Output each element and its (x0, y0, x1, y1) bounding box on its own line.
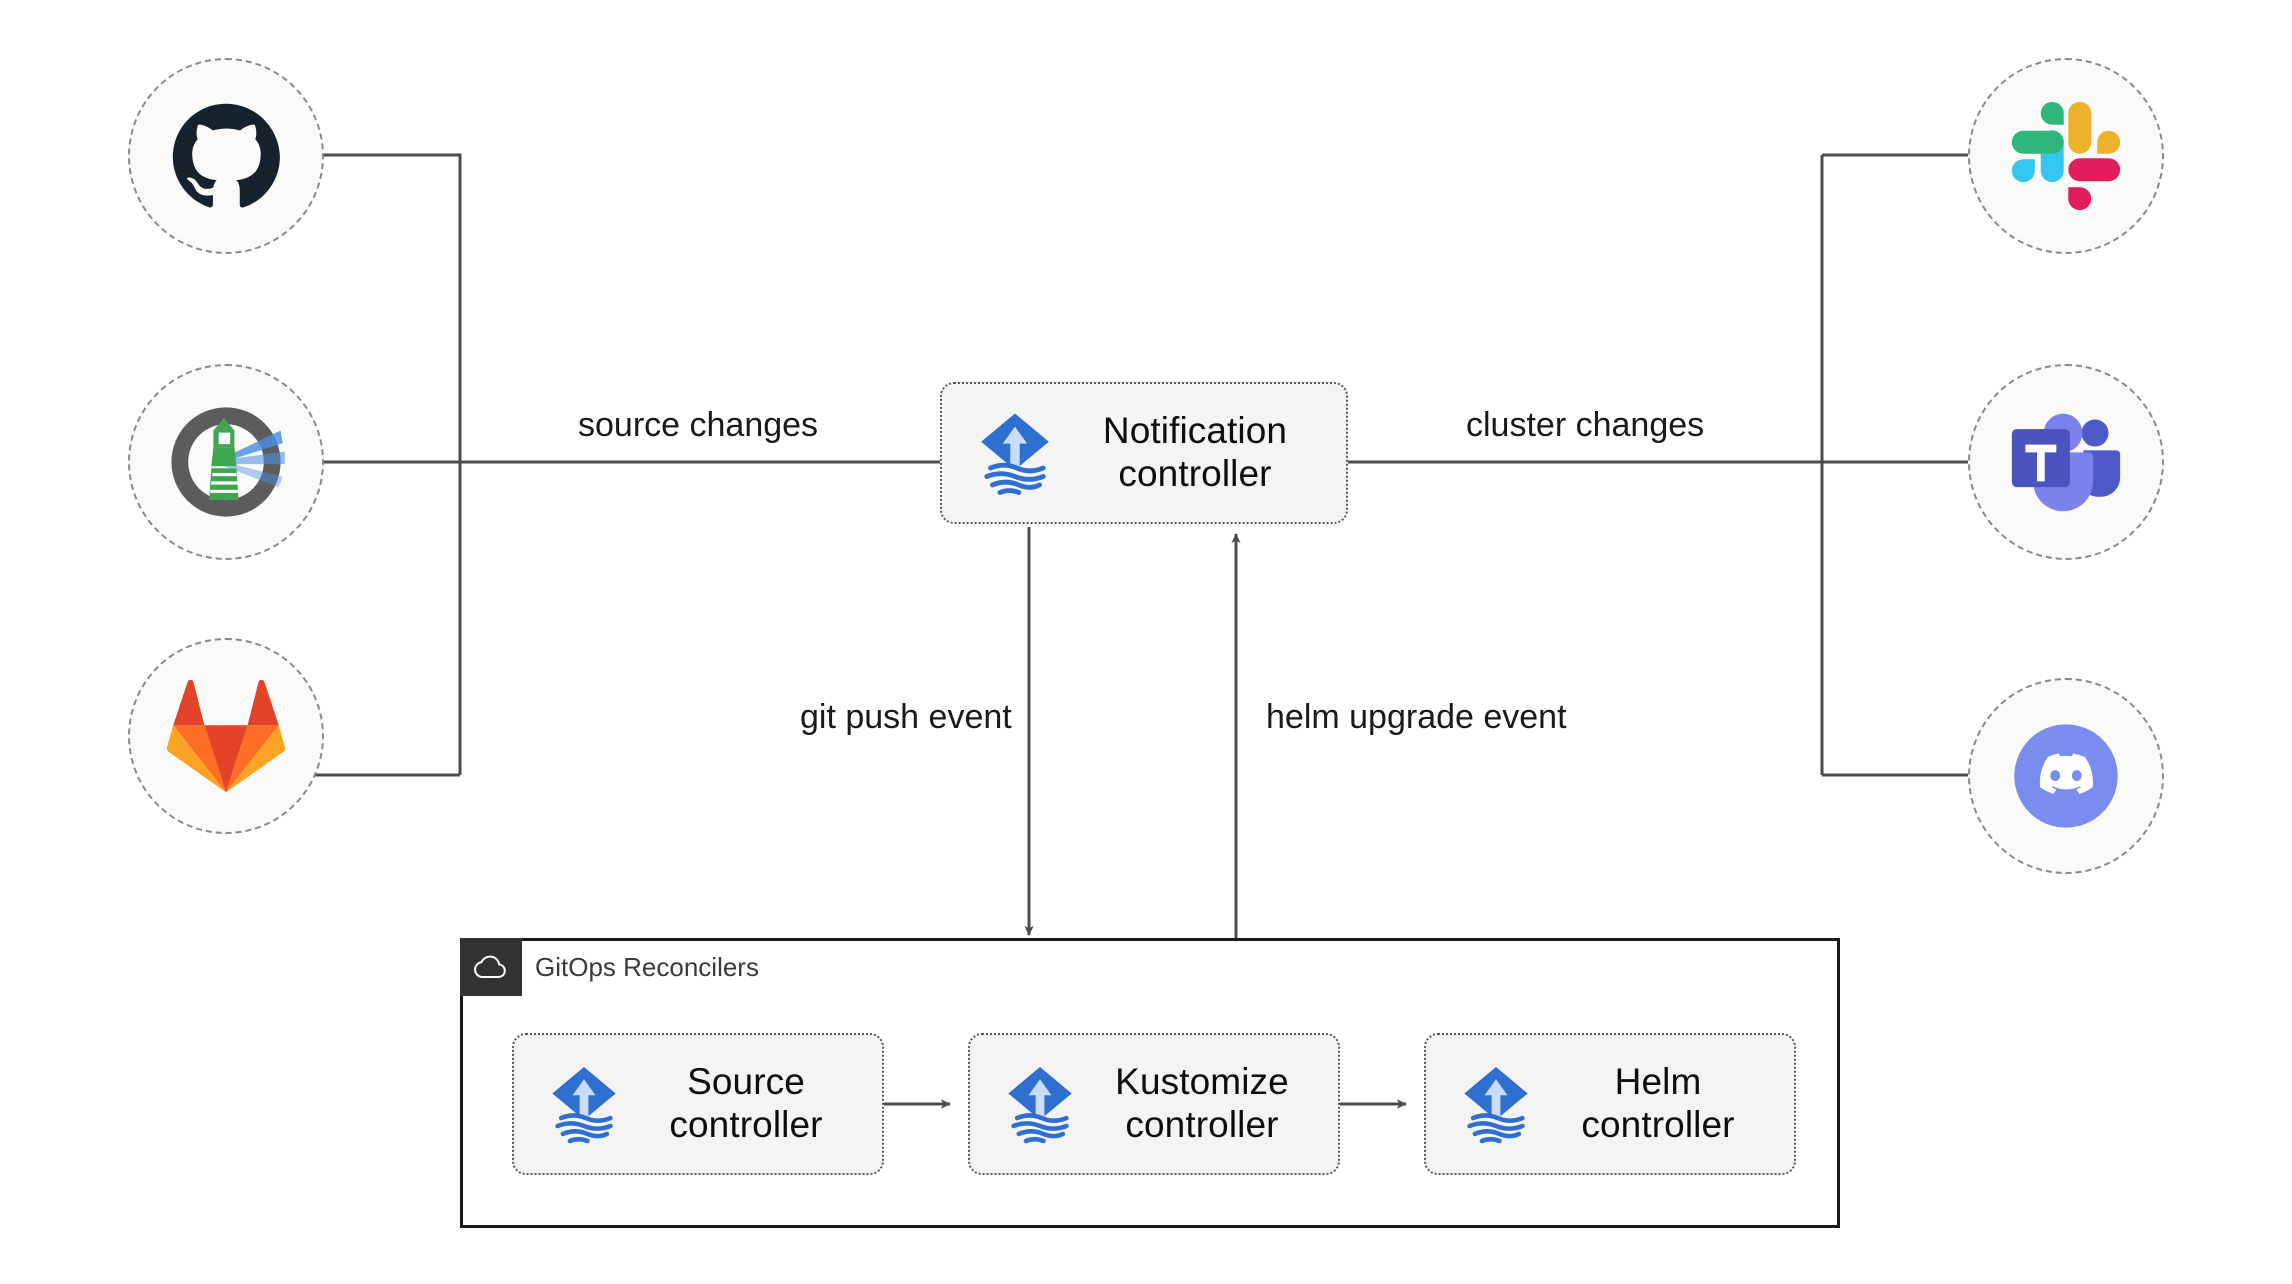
edge-label-git-push-event: git push event (800, 698, 1012, 736)
destination-node-teams[interactable] (1968, 364, 2164, 560)
reconciler-label-kustomize: Kustomize controller (1115, 1061, 1289, 1145)
gitops-reconcilers-tab (460, 938, 522, 996)
flux-controller-icon (968, 406, 1062, 500)
gitops-reconcilers-title: GitOps Reconcilers (535, 952, 759, 982)
reconciler-label-helm: Helm controller (1581, 1061, 1735, 1145)
source-node-github[interactable] (128, 58, 324, 254)
flux-controller-icon (1452, 1060, 1540, 1148)
source-node-gitlab[interactable] (128, 638, 324, 834)
reconciler-box-source[interactable]: Source controller (512, 1033, 884, 1175)
notification-controller-label: Notification controller (1102, 410, 1288, 494)
fluxcd-lighthouse-icon (171, 407, 285, 517)
gitlab-icon (166, 679, 286, 793)
edge-label-cluster-changes: cluster changes (1466, 406, 1705, 444)
reconciler-box-kustomize[interactable]: Kustomize controller (968, 1033, 1340, 1175)
discord-icon (2014, 724, 2118, 828)
reconciler-box-helm[interactable]: Helm controller (1424, 1033, 1796, 1175)
slack-icon (2011, 101, 2121, 211)
destination-node-slack[interactable] (1968, 58, 2164, 254)
edge-label-helm-upgrade-event: helm upgrade event (1266, 698, 1567, 736)
gitops-reconcilers-group (460, 938, 1840, 1228)
source-node-fluxcd[interactable] (128, 364, 324, 560)
flux-controller-icon (540, 1060, 628, 1148)
flux-controller-icon (996, 1060, 1084, 1148)
notification-controller-box[interactable]: Notification controller (940, 382, 1348, 524)
github-icon (172, 103, 280, 208)
cloud-icon (474, 955, 506, 978)
reconciler-label-source: Source controller (669, 1061, 823, 1145)
edge-label-source-changes: source changes (578, 406, 819, 444)
destination-node-discord[interactable] (1968, 678, 2164, 874)
microsoft-teams-icon (2011, 413, 2121, 512)
